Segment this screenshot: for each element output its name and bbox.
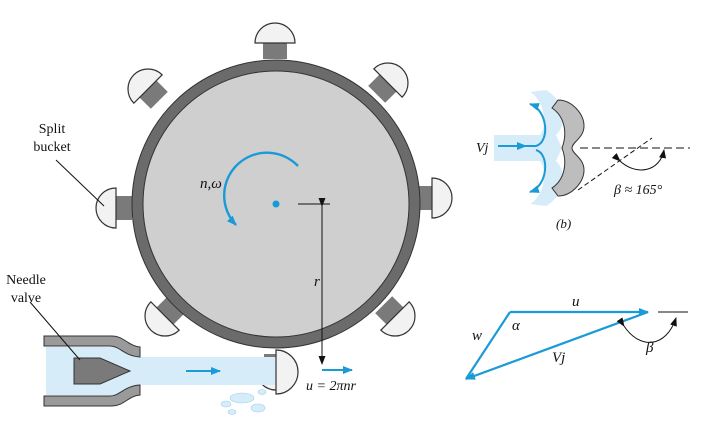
panel-b	[494, 90, 690, 206]
needle-valve-label-1: Needle	[6, 273, 46, 288]
beta-equation-label: β ≈ 165°	[613, 183, 663, 198]
rotation-arrow	[223, 151, 299, 226]
bucket-upper-right	[368, 62, 409, 103]
vj-label-b: Vj	[476, 141, 489, 156]
bucket-speed-label: u = 2πnr	[306, 379, 356, 394]
beta-arc-b	[611, 149, 667, 171]
split-bucket-label-2: bucket	[33, 140, 70, 155]
w-label: w	[472, 328, 482, 344]
vj-label-triangle: Vj	[552, 350, 565, 366]
bucket-lower-left	[144, 296, 185, 337]
w-vector	[465, 311, 511, 380]
bucket-upper-left	[127, 68, 168, 109]
bucket-left	[95, 187, 132, 229]
bucket-lower-right	[375, 296, 416, 337]
radius-label: r	[314, 274, 320, 290]
split-bucket-label-1: Split	[39, 122, 66, 137]
n-omega-label: n,ω	[200, 176, 222, 192]
split-bucket-leader	[55, 159, 105, 207]
spray-droplets	[220, 389, 267, 415]
nozzle-upper-wall	[43, 335, 141, 358]
beta-label-triangle: β	[645, 340, 654, 356]
needle-valve	[73, 357, 132, 385]
needle-valve-label-2: valve	[11, 291, 41, 306]
bucket-at-jet	[275, 349, 299, 395]
vj-vector	[465, 310, 649, 381]
wheel-center	[272, 200, 280, 208]
nozzle-lower-wall	[43, 384, 141, 407]
split-bucket-b	[551, 99, 585, 197]
beta-arc-triangle	[616, 317, 677, 343]
velocity-triangle	[465, 308, 688, 381]
bucket-top	[254, 22, 296, 59]
jet-in-b	[494, 90, 563, 206]
u-label: u	[572, 294, 580, 310]
needle-valve-leader	[29, 301, 81, 361]
panel-b-label: (b)	[556, 216, 571, 231]
exit-angle-line-b	[577, 137, 653, 191]
bucket-right	[416, 177, 453, 219]
deflected-jet-lower	[529, 149, 547, 193]
alpha-label: α	[512, 318, 521, 334]
deflected-jet-upper	[508, 103, 547, 147]
